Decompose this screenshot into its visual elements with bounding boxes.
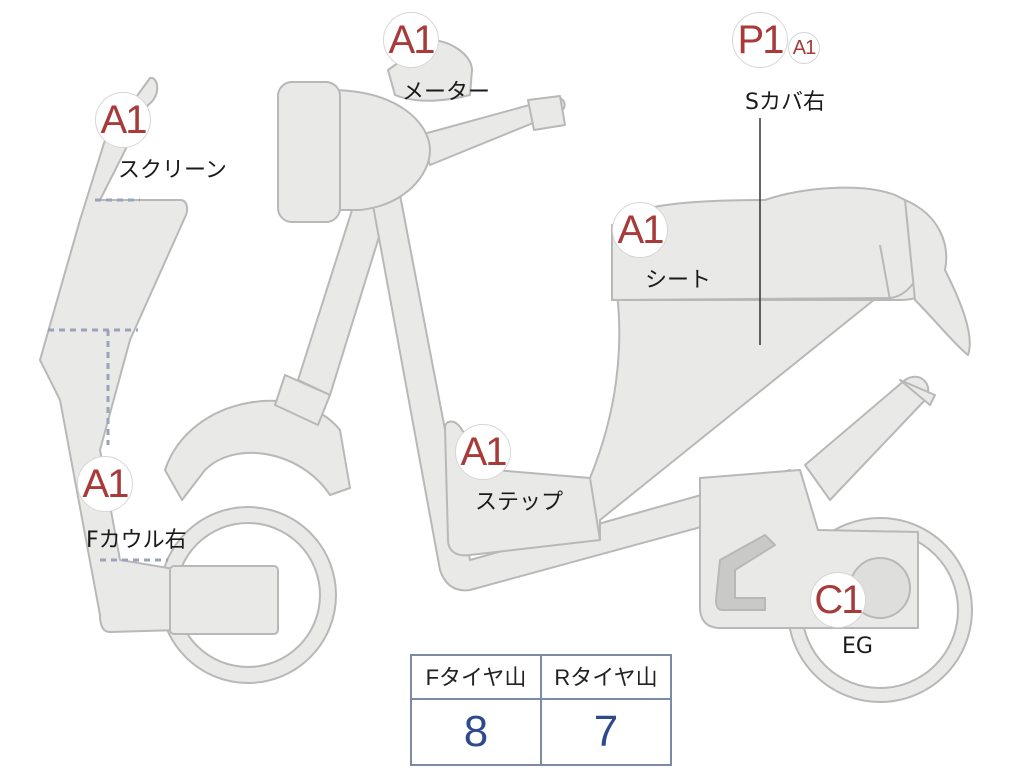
label-meter: メーター xyxy=(402,80,491,105)
grade-badge-side-cover: P1 xyxy=(732,12,788,68)
shock-rod xyxy=(899,379,936,406)
headlight-rim xyxy=(277,81,341,223)
rear-shock xyxy=(804,375,930,501)
frame-tube xyxy=(371,194,801,592)
fork-lower xyxy=(274,374,331,426)
grade-badge-meter: A1 xyxy=(383,12,439,68)
floor-board xyxy=(444,264,881,557)
label-seat: シート xyxy=(645,268,712,293)
header-front-tire: Fタイヤ山 xyxy=(412,656,542,700)
front-fender xyxy=(164,399,351,501)
header-rear-tire: Rタイヤ山 xyxy=(542,656,670,700)
label-screen: スクリーン xyxy=(118,158,227,183)
headlight xyxy=(329,89,431,211)
grade-badge-front-cowl: A1 xyxy=(77,456,133,512)
label-engine: EG xyxy=(842,634,873,659)
tire-tread-table: Fタイヤ山 Rタイヤ山 8 7 xyxy=(410,654,672,766)
handlebar-grip xyxy=(527,95,566,131)
front-cowl xyxy=(39,76,189,633)
label-front-cowl-right: Fカウル右 xyxy=(86,528,187,553)
grade-badge-side-cover-secondary: A1 xyxy=(788,32,820,64)
value-front-tire: 8 xyxy=(412,700,542,764)
label-step: ステップ xyxy=(475,490,564,515)
exhaust-pipe xyxy=(715,534,776,611)
front-bumper xyxy=(169,565,279,635)
grade-badge-step: A1 xyxy=(455,424,511,480)
tail xyxy=(904,199,971,356)
grade-badge-screen: A1 xyxy=(95,92,151,148)
label-side-cover-right: Sカバ右 xyxy=(745,90,825,115)
grade-badge-engine: C1 xyxy=(810,572,866,628)
grade-badge-seat: A1 xyxy=(612,202,668,258)
value-rear-tire: 7 xyxy=(593,707,619,756)
